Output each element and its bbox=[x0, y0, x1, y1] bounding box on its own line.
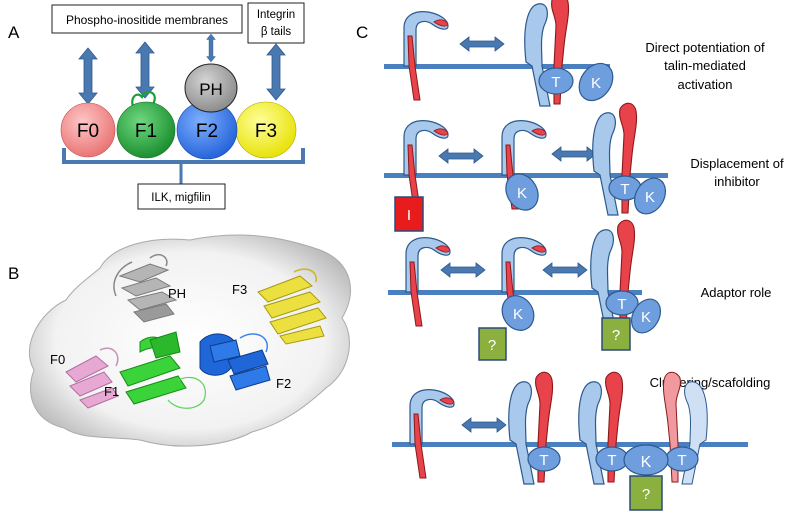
caption-row2-line1: Displacement of bbox=[690, 156, 784, 171]
talin-row4b-letter: T bbox=[607, 452, 616, 469]
row-clustering: Clustering/scafolding T T T K ? bbox=[392, 371, 770, 511]
phospho-box-label: Phospho-inositide membranes bbox=[66, 13, 228, 27]
unknown-adaptor-row3-letter: ? bbox=[612, 327, 620, 344]
kindlin-row3 bbox=[630, 298, 662, 334]
integrin-bent-row3a bbox=[405, 237, 451, 327]
f2-structure-label: F2 bbox=[276, 376, 291, 391]
kindlin-row2-letter: K bbox=[645, 189, 655, 206]
arrow-f3-tails-icon bbox=[266, 43, 286, 101]
membrane-row3 bbox=[388, 290, 642, 295]
f3-structure-label: F3 bbox=[232, 282, 247, 297]
arrow-f0-membrane-icon bbox=[78, 47, 98, 105]
talin-row2-letter: T bbox=[620, 181, 629, 198]
unknown-adaptor-row3b bbox=[478, 327, 507, 361]
kindlin-row2b-letter: K bbox=[517, 185, 527, 202]
membrane-row4 bbox=[392, 442, 748, 447]
f3-ribbon bbox=[257, 268, 327, 345]
domain-ph bbox=[184, 63, 238, 113]
kindlin-row1-letter: K bbox=[591, 75, 601, 92]
row-adaptor-role: K ? T K ? Adaptor role bbox=[388, 219, 772, 361]
panel-c-letter: C bbox=[356, 23, 368, 42]
kindlin-row1 bbox=[578, 62, 614, 102]
f2-ribbon bbox=[199, 333, 271, 391]
kindlin-row2 bbox=[633, 177, 667, 215]
row-direct-potentiation: T K Direct potentiation of talin-mediate… bbox=[384, 0, 765, 107]
arrow-f1-membrane-icon bbox=[135, 41, 155, 99]
ph-structure-label: PH bbox=[168, 286, 186, 301]
talin-row3-letter: T bbox=[617, 296, 626, 313]
ilk-bracket bbox=[62, 148, 305, 164]
f1-structure-label: F1 bbox=[104, 384, 119, 399]
inhibitor-block bbox=[394, 196, 424, 232]
kindlin-row3b-letter: K bbox=[513, 306, 523, 323]
f0-structure-label: F0 bbox=[50, 352, 65, 367]
ilk-box bbox=[137, 183, 226, 210]
kindlin-row2b bbox=[505, 173, 539, 211]
panel-b-letter: B bbox=[8, 264, 19, 283]
arrow-row2a-icon bbox=[438, 148, 484, 164]
ph-ribbon bbox=[113, 254, 178, 323]
arrow-row4-icon bbox=[461, 417, 507, 433]
domain-f0 bbox=[60, 102, 116, 158]
integrin-bent-row1 bbox=[403, 11, 449, 101]
caption-row1-line1: Direct potentiation of bbox=[645, 40, 765, 55]
panel-b: B PH F3 F0 bbox=[8, 234, 351, 447]
unknown-adaptor-row4 bbox=[629, 475, 663, 511]
integrin-tails-line2: β tails bbox=[261, 26, 292, 38]
integrin-active-row3 bbox=[590, 219, 636, 333]
ilk-box-label: ILK, migfilin bbox=[151, 192, 210, 204]
arrow-ph-membrane-icon bbox=[206, 33, 216, 63]
talin-row1 bbox=[538, 67, 574, 95]
kindlin-row4 bbox=[623, 444, 669, 476]
kindlin-row3-letter: K bbox=[641, 309, 651, 326]
caption-row3: Adaptor role bbox=[701, 285, 772, 300]
inhibitor-letter: I bbox=[407, 207, 411, 224]
unknown-adaptor-row3b-letter: ? bbox=[488, 337, 496, 354]
caption-row2-line2: inhibitor bbox=[714, 174, 760, 189]
domain-f3-label: F3 bbox=[255, 121, 277, 142]
phospho-box bbox=[51, 4, 243, 34]
arrow-row1-icon bbox=[459, 36, 505, 52]
talin-row4c-letter: T bbox=[677, 452, 686, 469]
arrow-row2b-icon bbox=[551, 146, 597, 162]
f1-ribbon bbox=[119, 331, 206, 409]
unknown-adaptor-row3 bbox=[601, 317, 631, 351]
caption-row1-line3: activation bbox=[678, 77, 733, 92]
integrin-bent-row2a bbox=[403, 120, 449, 210]
domain-ph-label: PH bbox=[199, 80, 223, 99]
talin-row4a bbox=[527, 446, 561, 472]
integrin-bent-row4 bbox=[409, 389, 455, 479]
talin-row1-letter: T bbox=[551, 74, 560, 91]
panel-a-letter: A bbox=[8, 23, 20, 42]
unknown-adaptor-row4-letter: ? bbox=[642, 486, 650, 503]
domain-f1-label: F1 bbox=[135, 121, 157, 142]
arrow-row3b-icon bbox=[542, 262, 588, 278]
panel-a: A Phospho-inositide membranes Integrin β… bbox=[8, 2, 305, 210]
kindlin-row3b bbox=[501, 295, 535, 331]
kindlin-row4-letter: K bbox=[641, 454, 652, 471]
arrow-row3a-icon bbox=[440, 262, 486, 278]
domain-f0-label: F0 bbox=[77, 121, 99, 142]
row-displacement-inhibitor: I K T K Displacement of inhibitor bbox=[384, 102, 784, 232]
domain-f1 bbox=[116, 101, 176, 159]
membrane-row1 bbox=[384, 64, 610, 69]
talin-row4a-letter: T bbox=[539, 452, 548, 469]
domain-f2-label: F2 bbox=[196, 121, 218, 142]
integrin-tails-box bbox=[247, 2, 305, 44]
f0-ribbon bbox=[65, 347, 119, 409]
integrin-tails-line1: Integrin bbox=[257, 9, 295, 21]
panel-c: C T K Direct potentiation of talin-media… bbox=[356, 0, 784, 511]
caption-row1-line2: talin-mediated bbox=[664, 58, 746, 73]
talin-row3 bbox=[605, 290, 639, 316]
